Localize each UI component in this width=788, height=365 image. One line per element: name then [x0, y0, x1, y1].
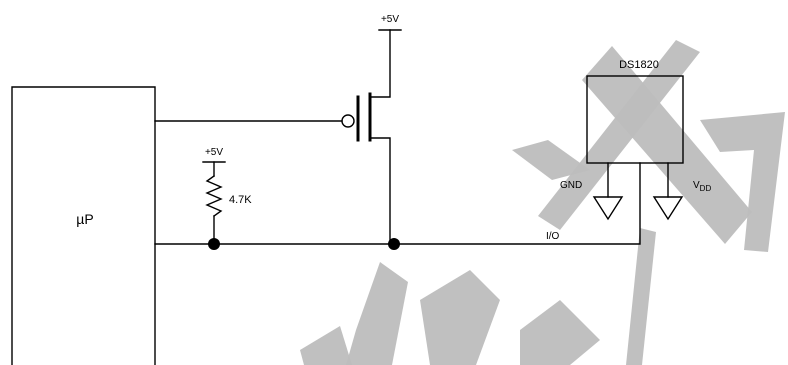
microprocessor-outline: [11, 86, 156, 365]
vdd-icon: [652, 196, 684, 221]
watermark-stroke-9: [520, 300, 600, 365]
watermark-stroke-7: [420, 270, 500, 365]
vdd-label: VDD: [693, 180, 711, 193]
vcc-res-label: +5V: [205, 147, 223, 158]
junction-dot-icon: [388, 238, 400, 250]
resistor-icon: [205, 175, 223, 217]
pmos-transistor: [341, 29, 391, 245]
vdd-label-sub: DD: [700, 184, 712, 193]
watermark-stroke-4: [512, 140, 590, 180]
pullup-resistor: +5V 4.7K: [202, 147, 252, 245]
vcc-top: +5V: [378, 14, 402, 31]
watermark-stroke-5: [626, 228, 656, 365]
watermark-stroke-3: [700, 112, 785, 252]
ds1820-outline: [586, 75, 684, 164]
io-bus-wire: [154, 162, 641, 245]
resistor-value-label: 4.7K: [229, 194, 252, 206]
gnd-label: GND: [560, 180, 582, 191]
microprocessor: µP: [11, 86, 156, 365]
vdd-label-main: V: [693, 180, 700, 191]
io-label: I/O: [546, 231, 560, 242]
vcc-top-label: +5V: [381, 14, 399, 25]
watermark-stroke-6: [346, 262, 408, 365]
microprocessor-label: µP: [76, 211, 93, 227]
watermark-stroke-2: [538, 40, 700, 230]
junction-dot-icon: [208, 238, 220, 250]
watermark-stroke-1: [582, 46, 752, 244]
ground-icon: [592, 196, 624, 221]
p-channel-mosfet-icon: [341, 114, 355, 128]
pmos-source-lead: [369, 29, 391, 98]
watermark-stroke-8: [300, 326, 352, 365]
watermark: [300, 40, 785, 365]
ds1820-chip: DS1820 GND VDD: [560, 59, 711, 221]
ds1820-label: DS1820: [619, 59, 659, 71]
pmos-drain-lead: [369, 137, 391, 245]
